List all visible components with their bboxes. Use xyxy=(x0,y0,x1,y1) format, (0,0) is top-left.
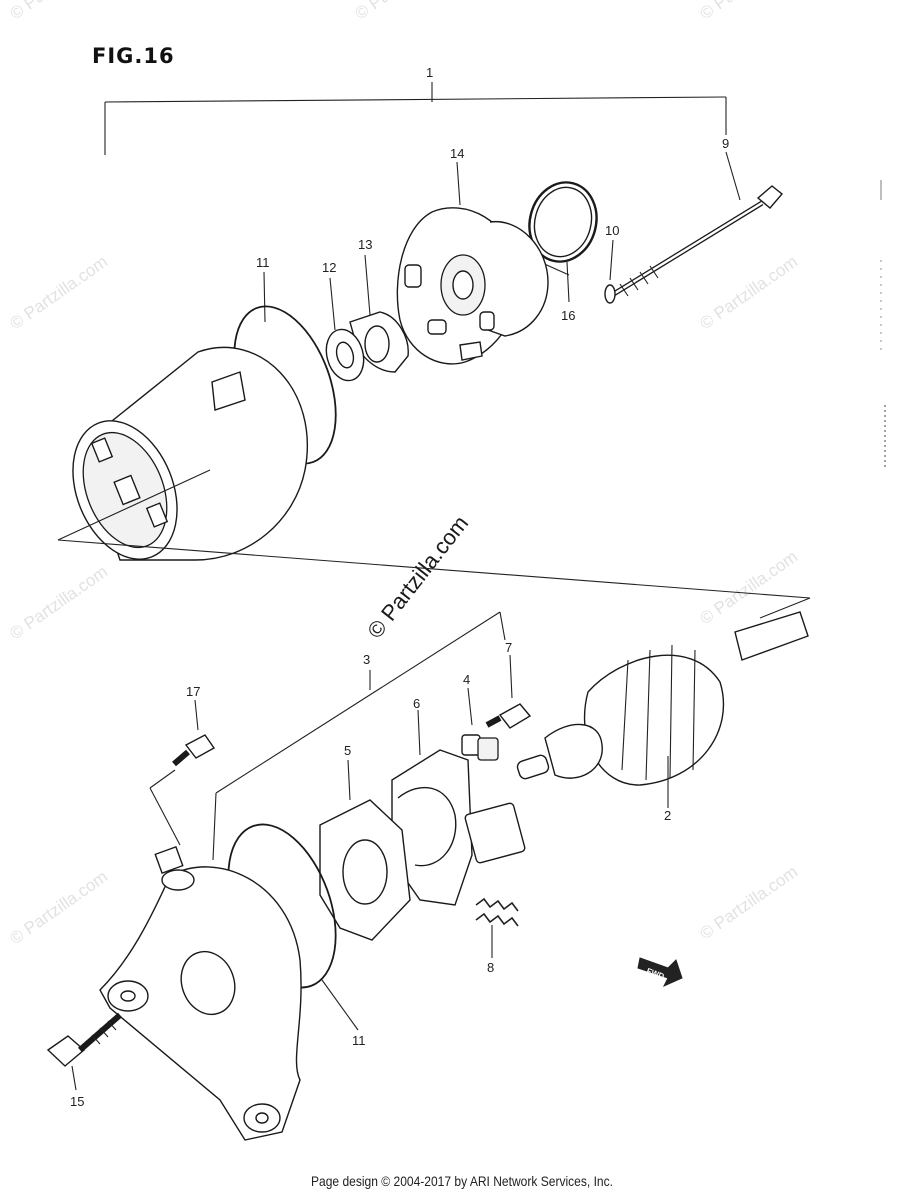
callout-5: 5 xyxy=(344,743,351,758)
callout-1: 1 xyxy=(426,65,433,80)
screw-part-7[interactable] xyxy=(485,654,532,729)
callout-8: 8 xyxy=(487,960,494,975)
screw-part-17[interactable] xyxy=(149,699,216,846)
brush-part-4[interactable] xyxy=(461,687,499,761)
callout-14: 14 xyxy=(450,146,464,161)
front-cover-housing[interactable] xyxy=(99,845,302,1141)
center-watermark: © Partzilla.com xyxy=(362,511,473,643)
callout-4: 4 xyxy=(463,672,470,687)
callout-9: 9 xyxy=(722,136,729,151)
callout-15: 15 xyxy=(70,1094,84,1109)
brush-holder-part-6[interactable] xyxy=(391,709,526,906)
bolt-part-15[interactable] xyxy=(46,1012,122,1091)
spring-part-8[interactable] xyxy=(475,897,519,958)
assembly-bracket-3 xyxy=(212,611,506,861)
fwd-arrow-badge: FWD xyxy=(637,957,683,988)
callout-11-top: 11 xyxy=(256,255,270,270)
figure-title: FIG.16 xyxy=(92,44,175,68)
callout-11-bottom: 11 xyxy=(352,1033,366,1048)
callout-16: 16 xyxy=(561,308,575,323)
watermark: © Partzilla.com xyxy=(351,0,456,23)
o-ring-part-16[interactable] xyxy=(521,175,605,303)
through-bolt-part-9[interactable] xyxy=(610,151,784,298)
end-cover-part-14[interactable] xyxy=(396,161,549,365)
motor-yoke-housing[interactable] xyxy=(54,346,308,574)
watermark: © Partzilla.com xyxy=(696,862,801,943)
page-footer: Page design © 2004-2017 by ARI Network S… xyxy=(310,1173,613,1189)
callout-17: 17 xyxy=(186,684,200,699)
callout-6: 6 xyxy=(413,696,420,711)
callout-13: 13 xyxy=(358,237,372,252)
callout-12: 12 xyxy=(322,260,336,275)
section-plane xyxy=(57,469,811,619)
washer-part-10[interactable] xyxy=(604,239,616,304)
watermark: © Partzilla.com xyxy=(696,252,801,333)
assembly-bracket-1 xyxy=(104,82,727,155)
plate-part-13[interactable] xyxy=(349,254,409,373)
watermark: © Partzilla.com xyxy=(696,0,801,23)
callout-10: 10 xyxy=(605,223,619,238)
callout-7: 7 xyxy=(505,640,512,655)
watermark: © Partzilla.com xyxy=(6,0,111,23)
watermark: © Partzilla.com xyxy=(6,252,111,333)
armature-part-2[interactable] xyxy=(516,611,809,808)
callout-3: 3 xyxy=(363,652,370,667)
callout-2: 2 xyxy=(664,808,671,823)
insulator-plate-part-5[interactable] xyxy=(319,759,411,941)
watermark: © Partzilla.com xyxy=(6,867,111,948)
watermark: © Partzilla.com xyxy=(6,562,111,643)
callout-labels: 1 9 14 10 16 11 12 13 3 7 4 6 17 5 2 8 1… xyxy=(70,65,729,1109)
shim-washer-part-12[interactable] xyxy=(321,277,369,385)
scan-edge-marks xyxy=(880,180,886,470)
